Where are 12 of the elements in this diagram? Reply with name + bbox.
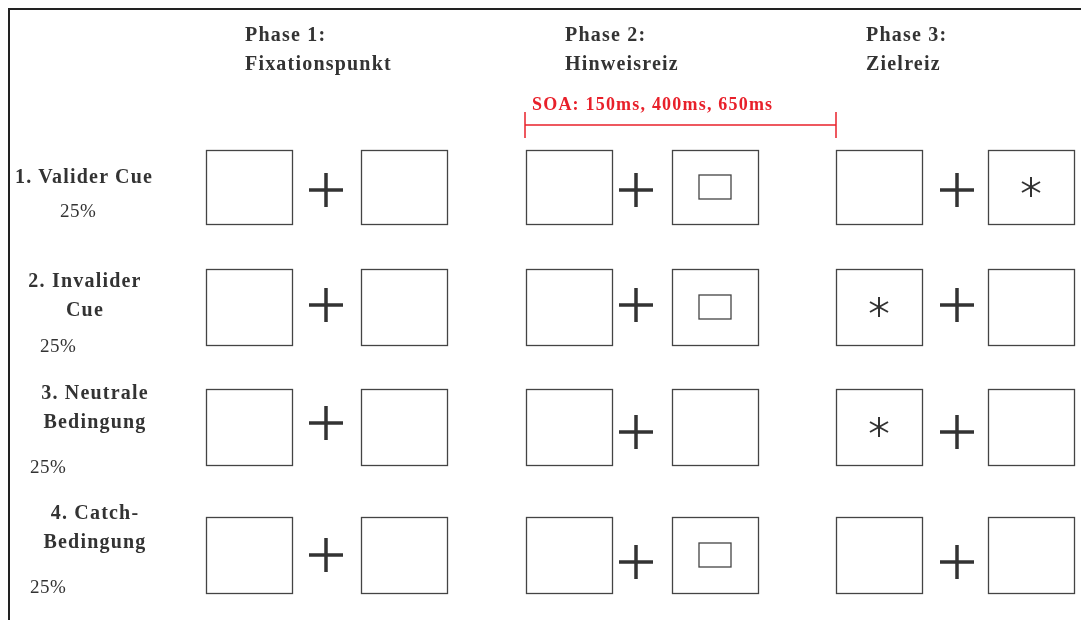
percentage-label: 25% [30, 575, 67, 599]
phase-heading: Phase 3: Zielreiz [866, 22, 949, 76]
condition-label: 4. Catch-Bedingung [42, 500, 148, 555]
condition-label: 3. Neutrale Bedingung [40, 380, 150, 435]
percentage-label: 25% [30, 455, 67, 479]
phase-heading: Phase 1: Fixationspunkt [245, 22, 393, 77]
percentage-label: 25% [40, 334, 77, 358]
soa-label: SOA: 150ms, 400ms, 650ms [532, 93, 774, 116]
condition-label: 2. Invalider Cue [27, 268, 143, 322]
phase-heading: Phase 2: Hinweisreiz [565, 22, 680, 76]
percentage-label: 25% [60, 199, 97, 223]
condition-label: 1. Valider Cue [15, 164, 154, 189]
